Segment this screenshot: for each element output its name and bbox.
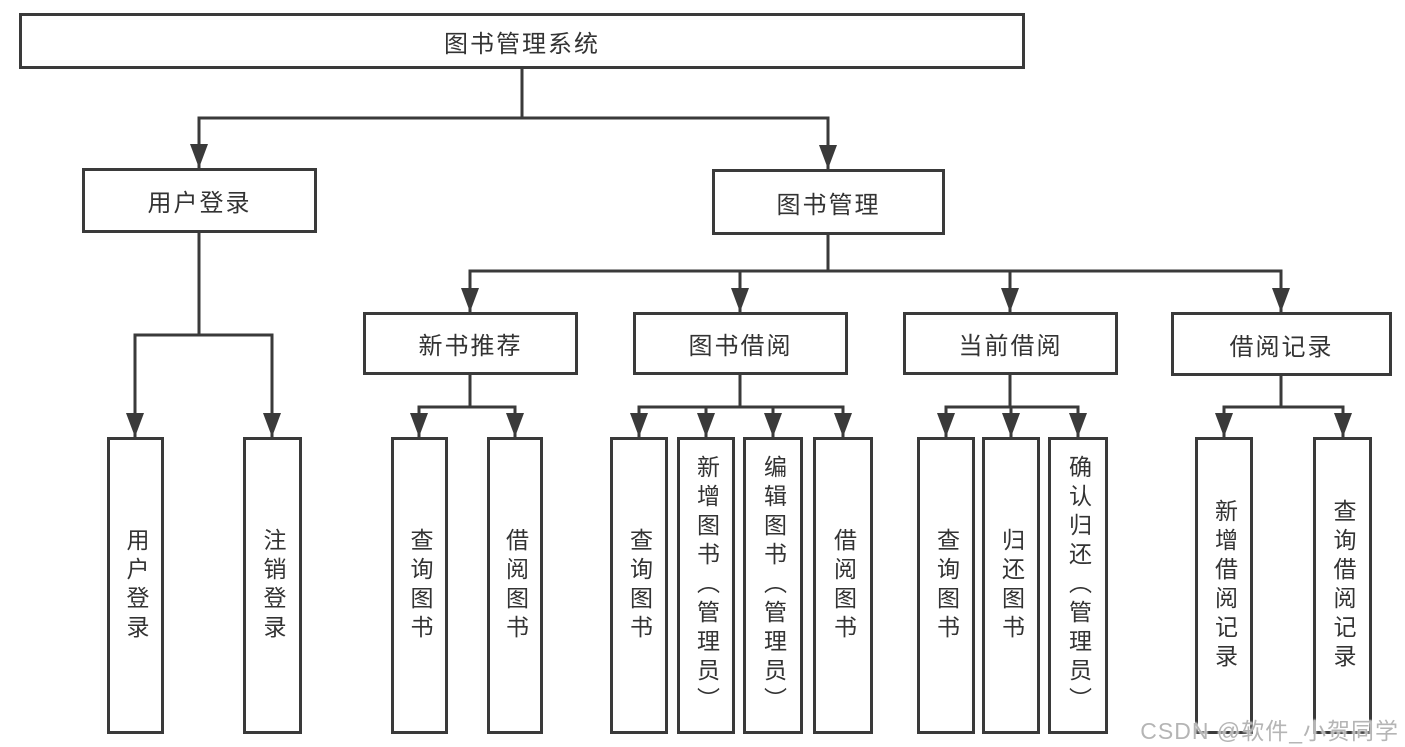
node-leaf-query-borrow-record: 查询借阅记录	[1313, 437, 1372, 734]
node-leaf-edit-books-admin: 编辑图书（管理员）	[743, 437, 803, 734]
node-leaf-user-login: 用户登录	[107, 437, 164, 734]
node-leaf-return-books-label: 归还图书	[998, 527, 1025, 644]
node-leaf-add-borrow-record: 新增借阅记录	[1195, 437, 1253, 734]
node-borrowing-records: 借阅记录	[1171, 312, 1392, 376]
node-leaf-query-books-2-label: 查询图书	[626, 527, 653, 644]
node-leaf-confirm-return-admin: 确认归还（管理员）	[1048, 437, 1108, 734]
node-leaf-borrow-books-2-label: 借阅图书	[830, 527, 857, 644]
node-leaf-query-books-3: 查询图书	[917, 437, 975, 734]
node-new-book-recommend: 新书推荐	[363, 312, 578, 375]
node-leaf-borrow-books-2: 借阅图书	[813, 437, 873, 734]
node-leaf-logout-label: 注销登录	[260, 527, 286, 644]
watermark: CSDN @软件_小贺同学	[1140, 718, 1399, 744]
node-current-borrowing: 当前借阅	[903, 312, 1118, 375]
node-leaf-add-borrow-record-label: 新增借阅记录	[1211, 498, 1238, 673]
node-leaf-borrow-books-1-label: 借阅图书	[502, 527, 529, 644]
node-leaf-confirm-return-admin-label: 确认归还（管理员）	[1065, 455, 1092, 716]
node-leaf-add-books-admin: 新增图书（管理员）	[677, 437, 735, 734]
node-user-login: 用户登录	[82, 168, 317, 233]
node-leaf-return-books: 归还图书	[982, 437, 1040, 734]
node-leaf-user-login-label: 用户登录	[123, 527, 149, 644]
node-leaf-borrow-books-1: 借阅图书	[487, 437, 543, 734]
node-leaf-add-books-admin-label: 新增图书（管理员）	[693, 455, 720, 716]
node-leaf-logout: 注销登录	[243, 437, 302, 734]
node-leaf-query-books-1: 查询图书	[391, 437, 448, 734]
node-leaf-query-books-2: 查询图书	[610, 437, 668, 734]
node-leaf-query-borrow-record-label: 查询借阅记录	[1330, 498, 1356, 673]
node-book-borrowing: 图书借阅	[633, 312, 848, 375]
node-leaf-query-books-3-label: 查询图书	[933, 527, 960, 644]
node-leaf-edit-books-admin-label: 编辑图书（管理员）	[760, 455, 787, 716]
node-book-management: 图书管理	[712, 169, 945, 235]
node-library-management-system: 图书管理系统	[19, 13, 1025, 69]
node-leaf-query-books-1-label: 查询图书	[407, 527, 433, 644]
